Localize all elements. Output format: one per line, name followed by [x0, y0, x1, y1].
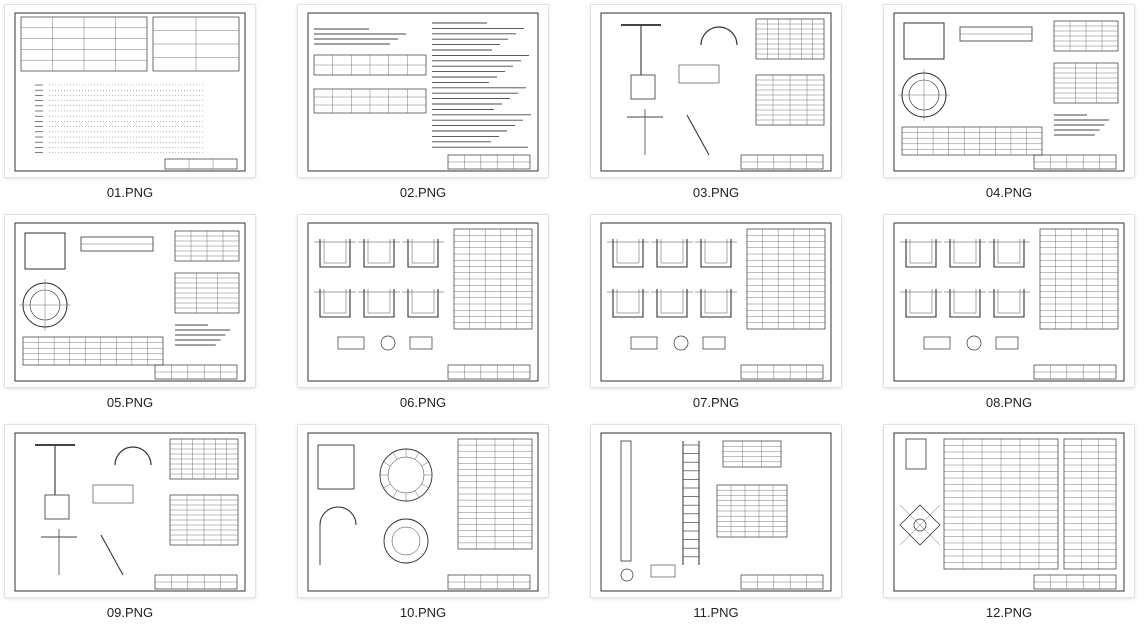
drawing-sketch [600, 222, 832, 382]
drawing-thumbnail[interactable] [298, 425, 548, 597]
drawing-sketch [600, 432, 832, 592]
drawing-sketch [893, 222, 1125, 382]
thumbnail-filename[interactable]: 06.PNG [399, 395, 447, 410]
drawing-thumbnail[interactable] [5, 215, 255, 387]
thumbnail-item[interactable]: 01.PNG [5, 5, 255, 211]
drawing-thumbnail[interactable] [884, 425, 1134, 597]
thumbnail-filename[interactable]: 04.PNG [985, 185, 1033, 200]
drawing-thumbnail[interactable] [884, 215, 1134, 387]
thumbnail-filename[interactable]: 03.PNG [692, 185, 740, 200]
thumbnail-filename[interactable]: 01.PNG [106, 185, 154, 200]
drawing-thumbnail[interactable] [298, 5, 548, 177]
thumbnail-filename[interactable]: 10.PNG [399, 605, 447, 620]
thumbnail-filename[interactable]: 07.PNG [692, 395, 740, 410]
drawing-sketch [14, 432, 246, 592]
thumbnail-item[interactable]: 05.PNG [5, 215, 255, 421]
thumbnail-item[interactable]: 04.PNG [884, 5, 1134, 211]
drawing-sketch [600, 12, 832, 172]
drawing-thumbnail[interactable] [591, 425, 841, 597]
thumbnail-item[interactable]: 03.PNG [591, 5, 841, 211]
thumbnail-filename[interactable]: 12.PNG [985, 605, 1033, 620]
thumbnail-filename[interactable]: 02.PNG [399, 185, 447, 200]
drawing-thumbnail[interactable] [591, 5, 841, 177]
thumbnail-item[interactable]: 07.PNG [591, 215, 841, 421]
thumbnail-filename[interactable]: 09.PNG [106, 605, 154, 620]
drawing-sketch [893, 432, 1125, 592]
thumbnail-item[interactable]: 12.PNG [884, 425, 1134, 631]
thumbnail-item[interactable]: 06.PNG [298, 215, 548, 421]
drawing-thumbnail[interactable] [5, 425, 255, 597]
drawing-sketch [893, 12, 1125, 172]
drawing-thumbnail[interactable] [298, 215, 548, 387]
drawing-sketch [307, 12, 539, 172]
thumbnail-filename[interactable]: 05.PNG [106, 395, 154, 410]
drawing-sketch [14, 222, 246, 382]
drawing-sketch [307, 222, 539, 382]
thumbnail-filename[interactable]: 08.PNG [985, 395, 1033, 410]
drawing-thumbnail[interactable] [5, 5, 255, 177]
drawing-sketch [307, 432, 539, 592]
thumbnail-item[interactable]: 02.PNG [298, 5, 548, 211]
thumbnail-item[interactable]: 10.PNG [298, 425, 548, 631]
thumbnail-filename[interactable]: 11.PNG [693, 605, 739, 620]
drawing-thumbnail[interactable] [884, 5, 1134, 177]
drawing-thumbnail[interactable] [591, 215, 841, 387]
drawing-sketch [14, 12, 246, 172]
thumbnail-item[interactable]: 08.PNG [884, 215, 1134, 421]
thumbnail-item[interactable]: 11.PNG [591, 425, 841, 631]
thumbnail-item[interactable]: 09.PNG [5, 425, 255, 631]
